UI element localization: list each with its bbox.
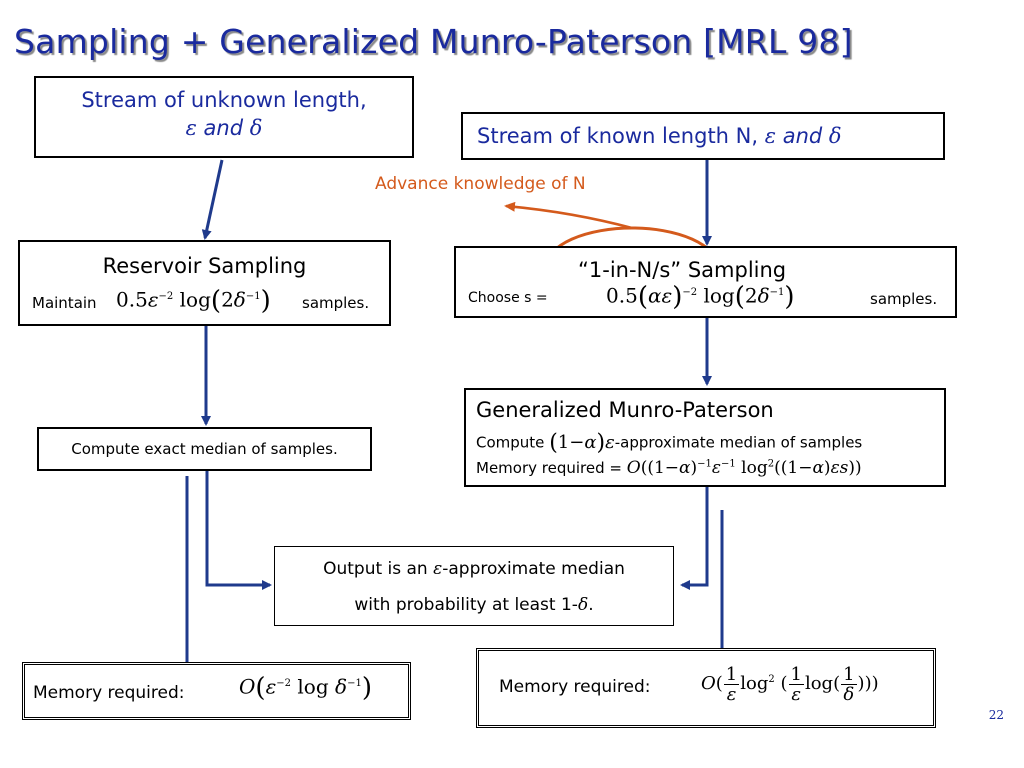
unknown-stream-box: Stream of unknown length, ε and δ	[34, 76, 414, 158]
unknown-stream-text: Stream of unknown length,	[81, 88, 367, 112]
choose-label: Choose s =	[468, 290, 548, 306]
page-number: 22	[988, 708, 1004, 722]
annotation-arrow	[504, 201, 633, 230]
unknown-stream-params: ε and δ	[185, 116, 263, 140]
one-in-n-sampling-box: “1-in-N/s” Sampling Choose s = 0.5(αε)−2…	[454, 246, 957, 318]
gmp-compute-line: Compute (1−α)ε-approximate median of sam…	[476, 430, 863, 455]
maintain-formula: 0.5ε−2 log(2δ−1)	[116, 286, 271, 316]
output-line-2: with probability at least 1-δ.	[354, 595, 594, 615]
compute-exact-median-box: Compute exact median of samples.	[37, 427, 372, 471]
maintain-samples: samples.	[302, 294, 370, 312]
maintain-label: Maintain	[32, 294, 97, 312]
choose-formula: 0.5(αε)−2 log(2δ−1)	[606, 282, 795, 312]
advance-knowledge-label: Advance knowledge of N	[375, 174, 586, 194]
left-memory-label: Memory required:	[33, 683, 185, 703]
arrow-compute-to-output	[205, 471, 272, 590]
reservoir-title: Reservoir Sampling	[102, 254, 307, 278]
gmp-memory-line: Memory required = O((1−α)−1ε−1 log2((1−α…	[476, 458, 862, 478]
gmp-box: Generalized Munro-Paterson Compute (1−α)…	[464, 388, 946, 487]
right-memory-label: Memory required:	[499, 677, 651, 697]
gmp-title: Generalized Munro-Paterson	[476, 398, 774, 422]
slide-title: Sampling + Generalized Munro-Paterson [M…	[14, 22, 853, 61]
arrow-gmp-to-output	[680, 487, 709, 590]
choose-samples: samples.	[870, 290, 938, 308]
known-stream-box: Stream of known length N, ε and δ	[461, 112, 945, 160]
known-stream-text: Stream of known length N,	[477, 124, 759, 148]
left-memory-formula: O(ε−2 log δ−1)	[239, 673, 372, 703]
left-memory-box: Memory required: O(ε−2 log δ−1)	[22, 662, 411, 720]
sampling-title: “1-in-N/s” Sampling	[578, 258, 787, 282]
reservoir-sampling-box: Reservoir Sampling Maintain 0.5ε−2 log(2…	[18, 240, 391, 326]
output-box: Output is an ε-approximate median with p…	[274, 546, 674, 626]
output-line-1: Output is an ε-approximate median	[323, 559, 625, 579]
arrow-stream-to-reservoir	[201, 159, 224, 240]
